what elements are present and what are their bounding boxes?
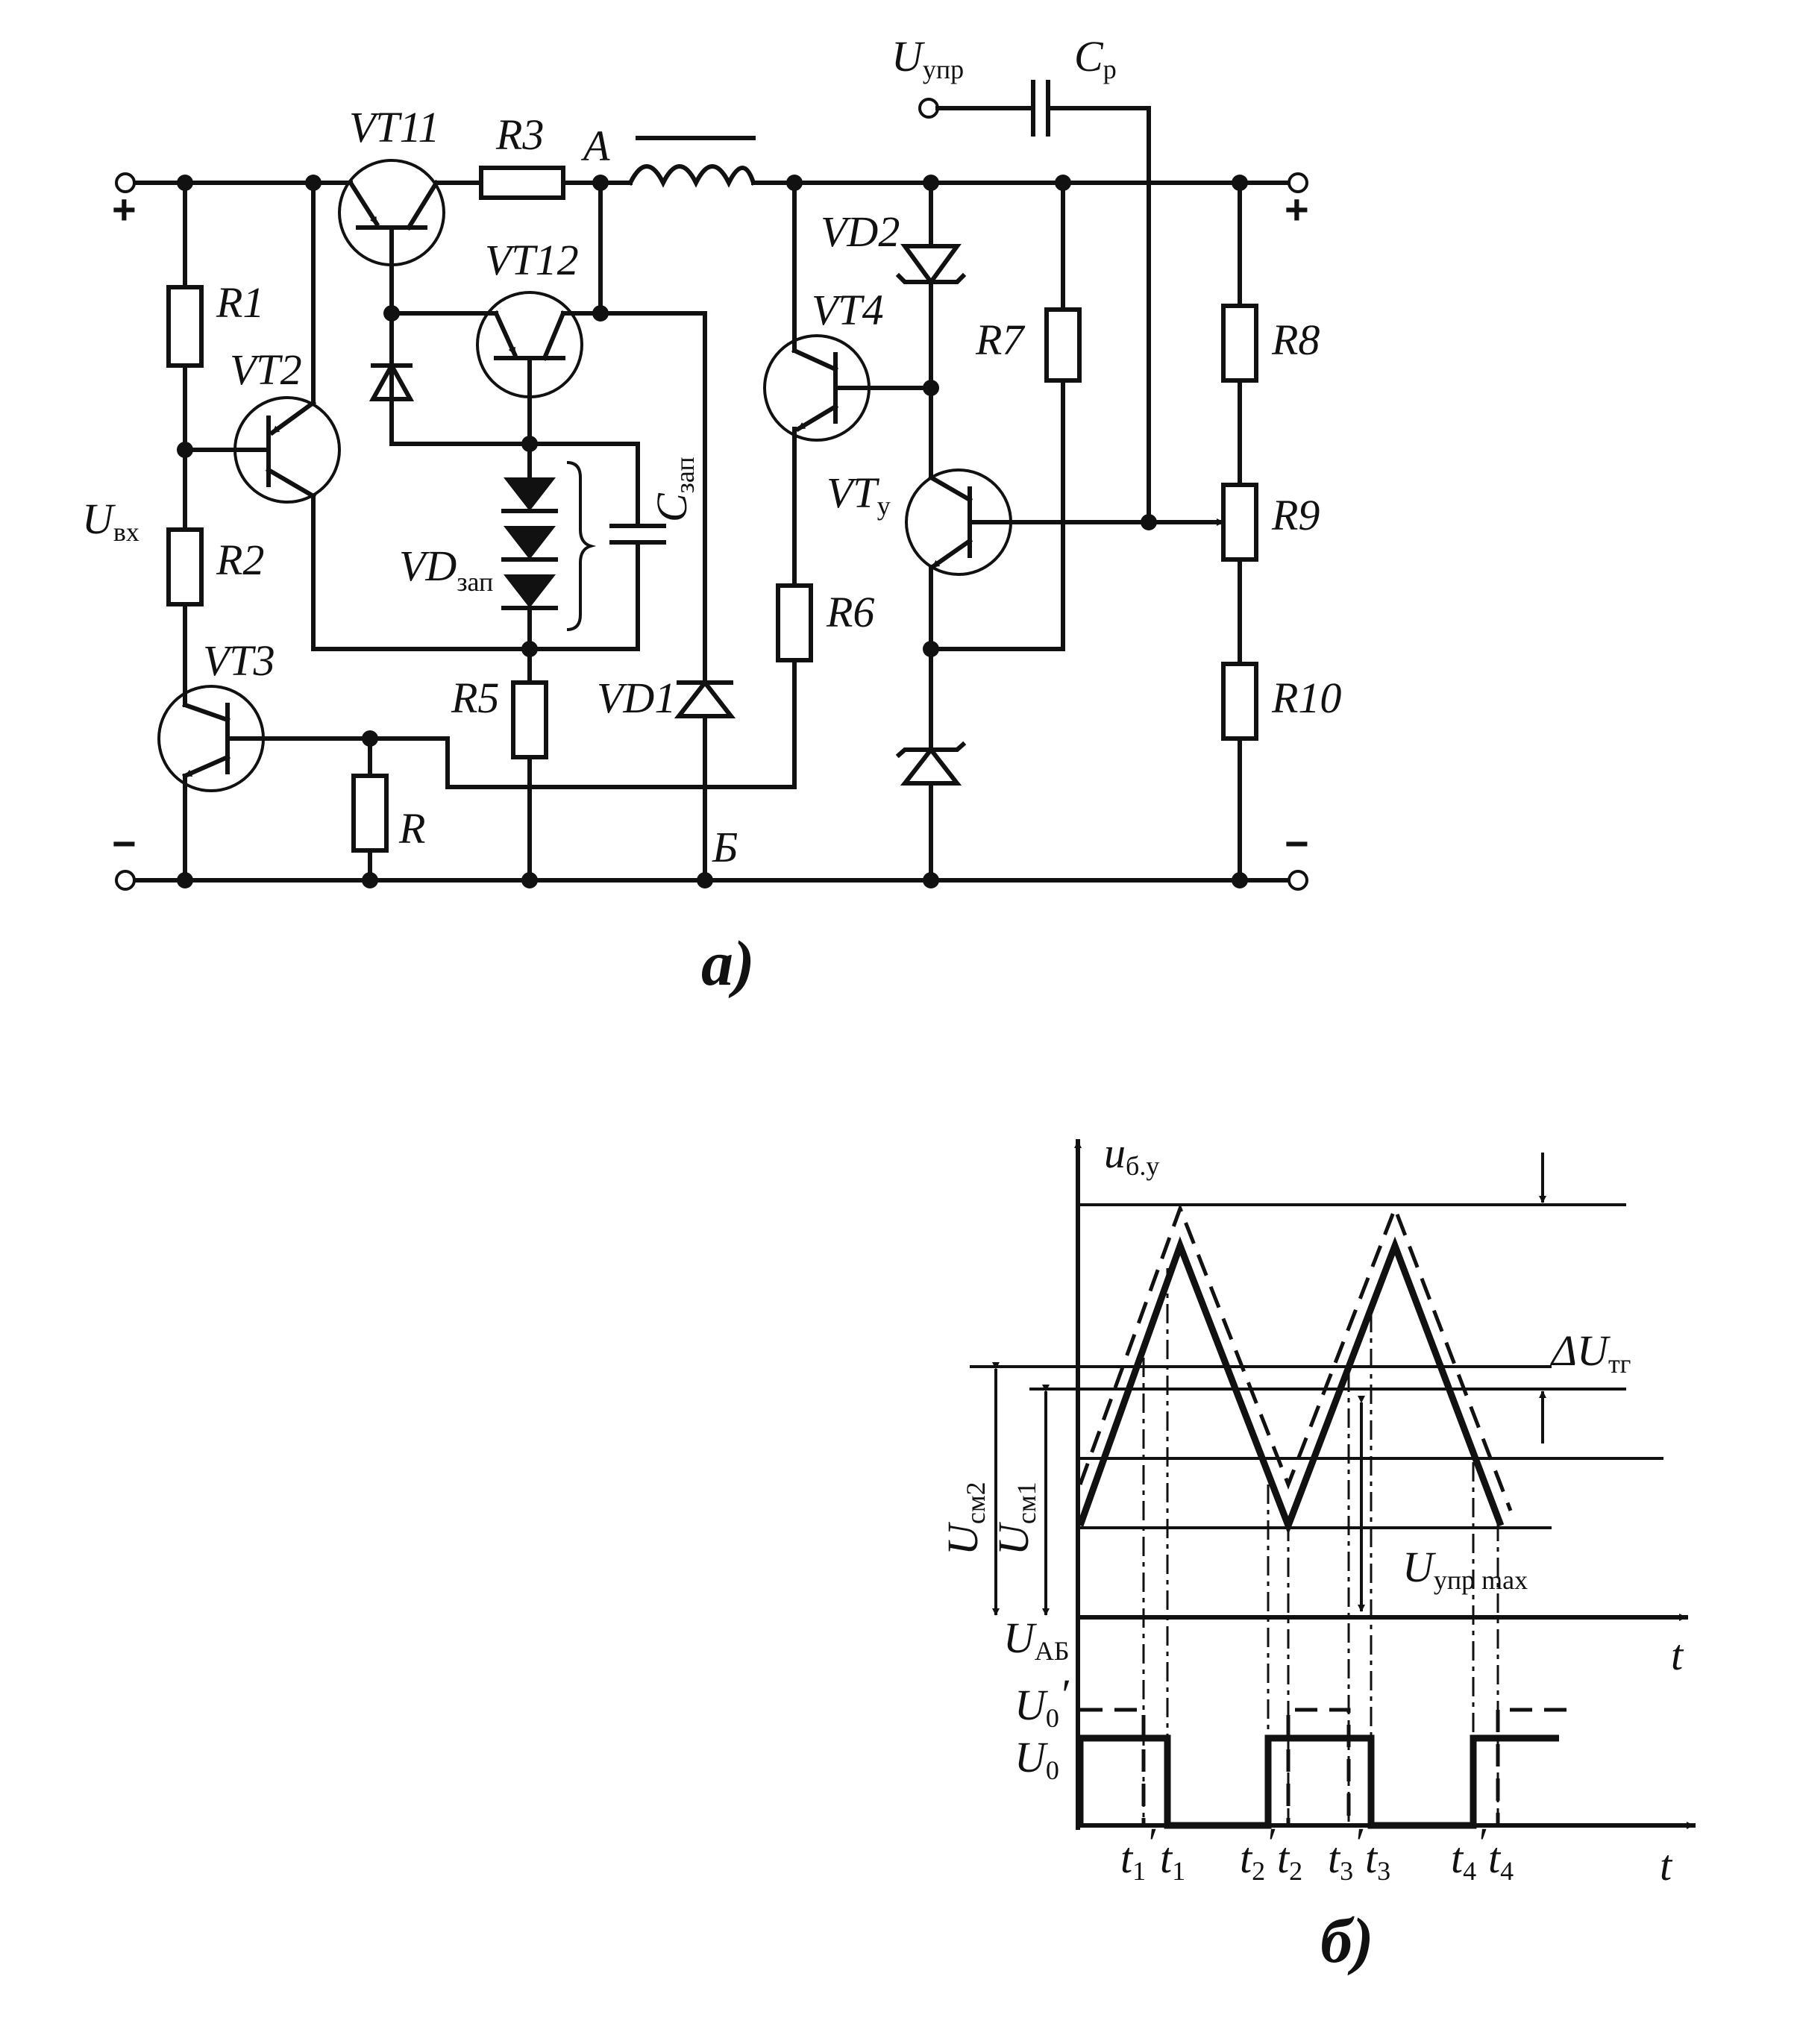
label-ubu: uб.у	[1104, 1129, 1159, 1181]
label-vt11: VT11	[349, 103, 439, 151]
vt2-collector	[265, 466, 317, 500]
output-plus-sign: +	[1285, 186, 1309, 233]
label-vt12: VT12	[485, 236, 579, 284]
label-r5: R5	[451, 674, 499, 722]
label-t1-prime: t1′	[1120, 1819, 1156, 1886]
label-t1: t1	[1160, 1834, 1185, 1886]
resistor-r9	[1221, 483, 1258, 562]
label-cp: Cр	[1074, 32, 1117, 84]
label-vt2: VT2	[230, 345, 302, 394]
timing-diagram: uб.у ΔUтг Uсм2 Uсм1 Uупр max UАБ U0′ U0 …	[938, 1129, 1696, 1976]
label-uupr-max: Uупр max	[1402, 1543, 1528, 1595]
label-u0-prime: U0′	[1014, 1670, 1070, 1733]
vt4-collector	[791, 348, 838, 372]
brace	[566, 461, 597, 631]
label-node-a: A	[580, 122, 610, 170]
label-vdzap: VDзап	[399, 542, 493, 597]
label-r6: R6	[826, 588, 874, 636]
pulse-dashed	[1080, 1708, 1567, 1828]
label-t-lower: t	[1660, 1841, 1673, 1890]
vt11-emitter	[347, 179, 380, 228]
label-r3: R3	[495, 110, 544, 159]
output-plus-terminal	[1288, 172, 1308, 193]
resistor-r8	[1221, 304, 1258, 383]
circuit-diagram: + − + −	[82, 32, 1341, 999]
output-minus-sign: −	[1285, 820, 1309, 867]
label-t4: t4	[1488, 1834, 1514, 1886]
zener-diode	[900, 746, 962, 786]
caption-b: б)	[1320, 1905, 1374, 1976]
label-vd1: VD1	[597, 674, 676, 722]
pulse-solid	[1076, 1734, 1559, 1829]
label-u: Uвх	[82, 495, 139, 547]
label-usm1: Uсм1	[989, 1482, 1041, 1555]
vt2-emitter	[269, 399, 317, 436]
label-node-b: Б	[712, 823, 738, 871]
label-r10: R10	[1271, 674, 1341, 722]
input-plus-sign: +	[112, 186, 137, 233]
label-r7: R7	[975, 316, 1025, 364]
diode-vd2	[900, 244, 962, 286]
vty-emitter	[929, 537, 973, 571]
vt3-collector	[182, 702, 230, 723]
resistor-r2	[166, 527, 204, 606]
label-r9: R9	[1271, 491, 1320, 539]
label-r8: R8	[1271, 316, 1320, 364]
resistor-r1	[166, 285, 204, 368]
label-t4-prime: t4′	[1451, 1819, 1487, 1886]
resistor-r6	[776, 583, 813, 662]
label-vt3: VT3	[203, 636, 275, 685]
zener-bar	[895, 741, 967, 759]
triangle-dashed	[1078, 1203, 1513, 1511]
diode-vd1	[674, 679, 736, 718]
junction-dots	[177, 175, 1248, 888]
label-t3: t3	[1365, 1834, 1390, 1886]
label-t3-prime: t3′	[1328, 1819, 1364, 1886]
resistor-r	[351, 774, 389, 853]
resistor-r5	[511, 680, 548, 759]
input-minus-terminal	[115, 870, 136, 891]
label-r2: R2	[216, 536, 264, 584]
vt12-collector	[542, 310, 566, 361]
inductor	[627, 164, 756, 188]
vt3-emitter	[182, 754, 230, 779]
vt11-collector	[405, 179, 440, 231]
resistor-r7	[1044, 307, 1082, 383]
label-r: R	[398, 804, 425, 853]
label-czap: Cзап	[647, 457, 700, 522]
vty-collector	[927, 474, 973, 504]
label-u0: U0	[1014, 1733, 1059, 1785]
label-vty: VTу	[827, 468, 891, 521]
label-r1: R1	[216, 278, 264, 327]
label-t-upper: t	[1671, 1631, 1684, 1679]
caption-a: а)	[701, 927, 755, 999]
label-usm2: Uсм2	[938, 1482, 991, 1555]
label-vd2: VD2	[821, 207, 900, 256]
output-minus-terminal	[1288, 870, 1308, 891]
vt12-emitter	[493, 310, 518, 357]
input-plus-terminal	[115, 172, 136, 193]
input-minus-sign: −	[112, 820, 137, 867]
resistor-r3	[479, 166, 565, 200]
label-uab: UАБ	[1003, 1614, 1070, 1666]
uupr-terminal	[918, 98, 939, 119]
label-t2: t2	[1277, 1834, 1302, 1886]
label-vt4: VT4	[812, 286, 884, 334]
label-dutg: ΔUтг	[1550, 1326, 1631, 1379]
vt4-emitter	[794, 403, 839, 433]
resistor-r10	[1221, 662, 1258, 741]
label-uupr: Uупр	[891, 32, 964, 84]
label-t2-prime: t2′	[1240, 1819, 1276, 1886]
time-markers	[1142, 1268, 1499, 1828]
